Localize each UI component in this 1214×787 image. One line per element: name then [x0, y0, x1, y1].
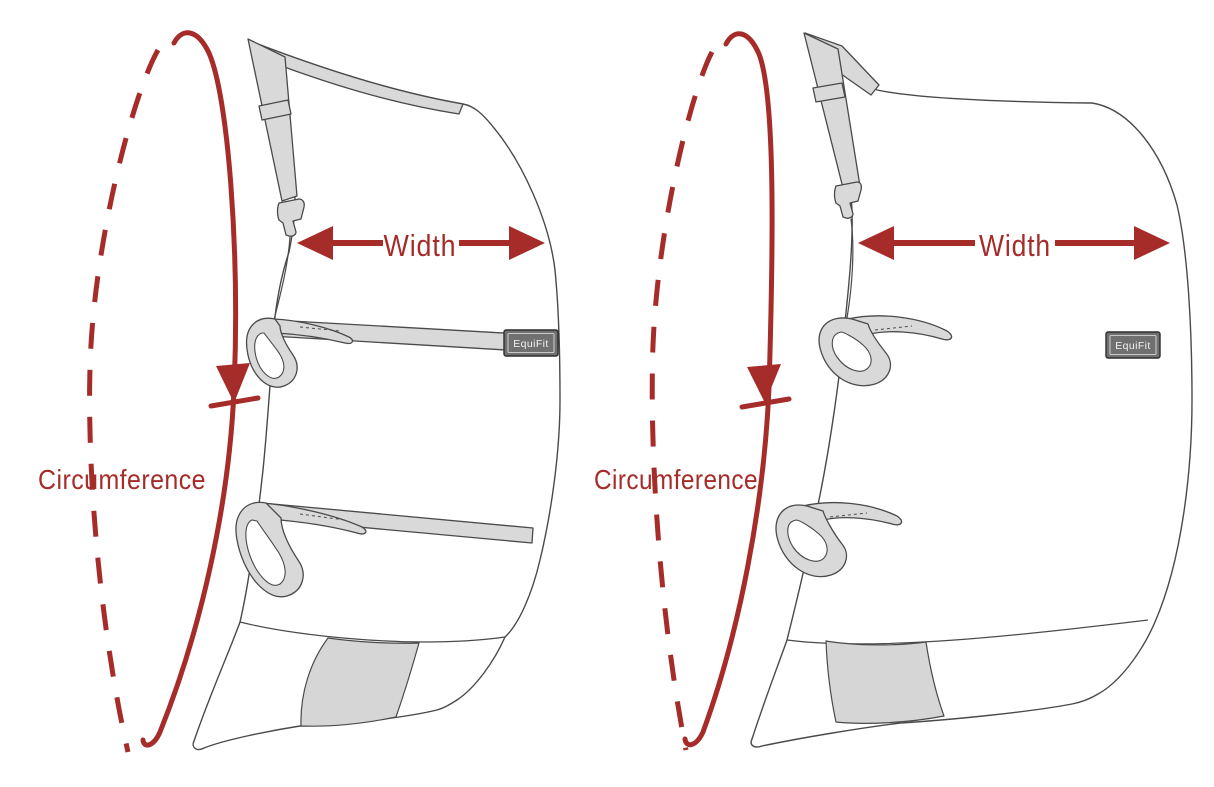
circumference-dashed-arc	[649, 50, 715, 751]
circumference-tick	[739, 396, 792, 410]
brand-tag-plate	[503, 329, 559, 357]
brand-tag-label: EquiFit	[513, 338, 548, 350]
width-label: Width	[384, 228, 457, 263]
circumference-arrowhead	[216, 363, 250, 403]
upper-loop-stitch	[874, 325, 913, 331]
upper-loop-opening	[831, 331, 872, 372]
circumference-arrowhead	[747, 364, 781, 403]
brand-tag-frame	[1109, 334, 1157, 356]
upper-loop-fold	[272, 318, 354, 345]
belly-patch	[825, 640, 945, 724]
circumference-dashed-arc	[87, 48, 161, 753]
figure-front-view: EquiFit Circumference Width	[38, 30, 561, 753]
snap-clip	[833, 181, 863, 219]
lower-loop-wing	[802, 501, 903, 526]
circumference-tick	[208, 395, 261, 409]
snap-clip	[276, 198, 305, 237]
width-arrowhead-left	[858, 226, 894, 260]
lower-loop-opening	[787, 519, 828, 562]
clip-thread	[846, 218, 854, 319]
circumference-indicator: Circumference	[38, 30, 261, 753]
brand-tag: EquiFit	[503, 329, 559, 357]
garment-illustration: EquiFit	[750, 32, 1193, 748]
upper-loop-opening	[254, 332, 285, 379]
garment-illustration: EquiFit	[192, 38, 561, 751]
circumference-label: Circumference	[594, 464, 758, 495]
belly-patch	[300, 637, 420, 727]
lower-loop-fold	[262, 502, 367, 535]
strap-buckle	[258, 99, 292, 121]
brand-tag-frame	[507, 332, 555, 354]
bottom-seam	[239, 621, 506, 643]
clip-thread	[273, 236, 291, 321]
circumference-label: Circumference	[38, 464, 206, 495]
upper-band-stitch	[299, 326, 341, 332]
top-roll-band	[249, 40, 464, 115]
strap-buckle	[812, 82, 846, 103]
brand-tag: EquiFit	[1105, 331, 1161, 359]
lower-loop-opening	[245, 519, 286, 586]
circumference-arc	[140, 30, 239, 748]
width-arrowhead-right	[509, 226, 545, 260]
width-arrowhead-left	[297, 226, 333, 260]
brand-tag-plate	[1105, 331, 1161, 359]
lower-loop-stitch	[829, 512, 868, 518]
shoulder-strap	[247, 38, 298, 202]
width-arrowhead-right	[1134, 226, 1170, 260]
circumference-indicator: Circumference	[594, 31, 792, 751]
width-indicator: Width	[297, 226, 545, 263]
figure-back-view: EquiFit Circumference Width	[594, 31, 1193, 751]
lower-band-stitch	[299, 513, 346, 521]
width-label: Width	[979, 228, 1051, 263]
width-indicator: Width	[858, 226, 1170, 263]
garment-body	[750, 33, 1193, 748]
brand-tag-label: EquiFit	[1115, 340, 1150, 352]
